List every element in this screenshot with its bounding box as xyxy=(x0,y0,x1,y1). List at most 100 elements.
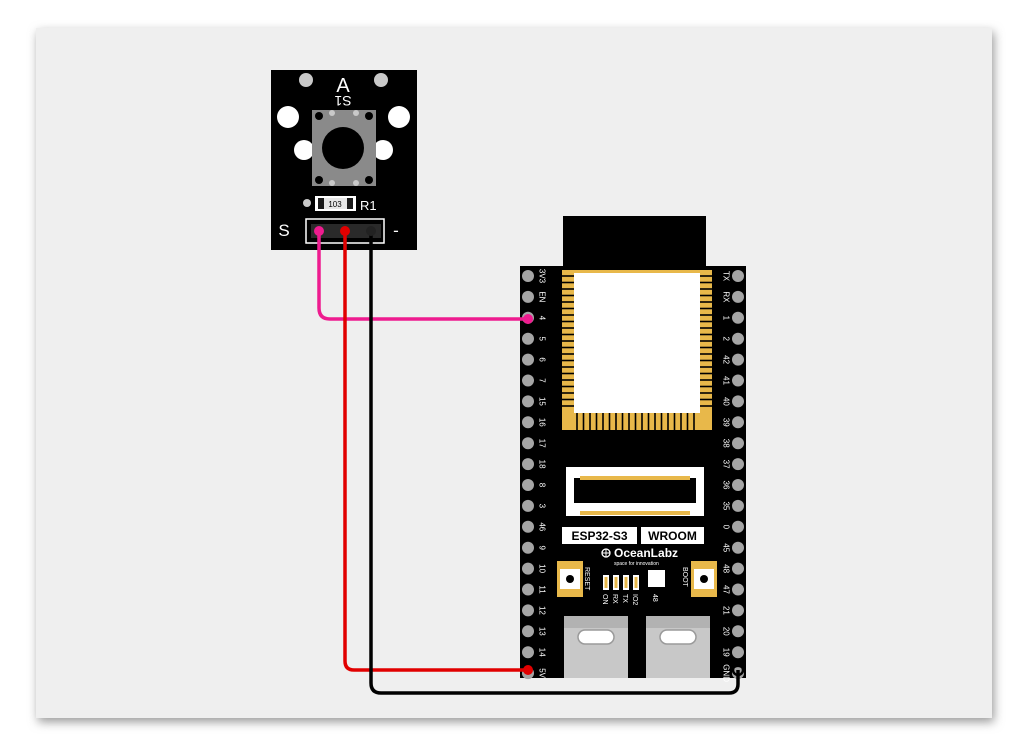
right-pin-label: 19 xyxy=(722,648,731,657)
fpc-pins-bottom xyxy=(580,511,690,515)
switch-pad xyxy=(353,110,359,116)
right-pin-21[interactable] xyxy=(732,604,744,617)
left-pin-7[interactable] xyxy=(522,374,534,387)
right-pin-48[interactable] xyxy=(732,562,744,575)
antenna-area xyxy=(563,216,706,270)
left-pin-15[interactable] xyxy=(522,395,534,408)
left-pin-label: 10 xyxy=(538,564,547,573)
led-label-rx: RX xyxy=(611,594,618,604)
left-pin-label: 17 xyxy=(538,439,547,448)
hole-top-right xyxy=(374,73,388,87)
right-pin-label: 39 xyxy=(722,418,731,427)
right-pin-label: 1 xyxy=(722,316,731,321)
paper xyxy=(36,28,992,718)
tact-switch-button[interactable] xyxy=(322,127,364,169)
right-pin-1[interactable] xyxy=(732,311,744,324)
right-pin-39[interactable] xyxy=(732,416,744,429)
hole-right-lower xyxy=(373,140,393,160)
resistor-pad-left xyxy=(303,199,311,207)
left-pin-3v3[interactable] xyxy=(522,270,534,282)
switch-pad xyxy=(353,180,359,186)
wire-end-5v xyxy=(523,665,533,675)
status-leds xyxy=(603,575,639,590)
right-pin-tx[interactable] xyxy=(732,270,744,282)
right-pin-2[interactable] xyxy=(732,332,744,345)
left-pin-9[interactable] xyxy=(522,541,534,554)
left-pin-46[interactable] xyxy=(522,520,534,533)
brand-tagline: space for innovation xyxy=(614,561,659,567)
pin-label-s: S xyxy=(278,221,289,240)
led-label-on: ON xyxy=(601,594,608,605)
left-pin-14[interactable] xyxy=(522,646,534,659)
right-pin-label: RX xyxy=(722,291,731,303)
hole-top-left xyxy=(299,73,313,87)
push-button-module: A S1 103 R1 S - xyxy=(271,70,417,250)
left-pin-label: 5 xyxy=(538,336,547,341)
right-pin-20[interactable] xyxy=(732,625,744,638)
right-pin-label: 41 xyxy=(722,376,731,385)
right-pin-rx[interactable] xyxy=(732,290,744,303)
module-pad-gaps xyxy=(562,275,712,430)
module-label: WROOM xyxy=(648,529,697,543)
switch-leg xyxy=(365,176,373,184)
switch-pad xyxy=(329,180,335,186)
wire-power-to-5v xyxy=(343,231,528,672)
right-pin-label: 42 xyxy=(722,355,731,364)
reset-button-cap xyxy=(566,575,574,583)
right-pin-38[interactable] xyxy=(732,437,744,450)
left-pin-18[interactable] xyxy=(522,458,534,471)
left-pin-12[interactable] xyxy=(522,604,534,617)
switch-pad xyxy=(329,110,335,116)
right-pin-label: TX xyxy=(722,271,731,282)
wire-end-gpio4 xyxy=(523,314,533,324)
left-pin-5[interactable] xyxy=(522,332,534,345)
right-pin-40[interactable] xyxy=(732,395,744,408)
fpc-slot xyxy=(574,478,696,503)
left-pin-13[interactable] xyxy=(522,625,534,638)
left-pin-label: 12 xyxy=(538,606,547,615)
module-letter: A xyxy=(336,75,350,97)
right-pin-label: 0 xyxy=(722,525,731,530)
brand-name: OceanLabz xyxy=(614,546,678,560)
right-pin-41[interactable] xyxy=(732,374,744,387)
right-pin-37[interactable] xyxy=(732,458,744,471)
left-pin-label: 11 xyxy=(538,585,547,594)
left-pin-10[interactable] xyxy=(522,562,534,575)
right-pin-35[interactable] xyxy=(732,499,744,512)
left-pin-6[interactable] xyxy=(522,353,534,366)
right-pin-label: 36 xyxy=(722,481,731,490)
brand-logo-icon xyxy=(601,548,611,558)
left-pin-label: 3 xyxy=(538,504,547,509)
left-pin-3[interactable] xyxy=(522,499,534,512)
pin-label-minus: - xyxy=(393,221,399,240)
wire-end-s xyxy=(314,226,324,236)
switch-leg xyxy=(315,112,323,120)
left-pin-en[interactable] xyxy=(522,290,534,303)
right-pin-45[interactable] xyxy=(732,541,744,554)
right-pin-42[interactable] xyxy=(732,353,744,366)
wire-end-gnd-pin xyxy=(731,663,745,677)
right-pin-47[interactable] xyxy=(732,583,744,596)
switch-leg xyxy=(365,112,373,120)
left-pin-label: 18 xyxy=(538,460,547,469)
right-pin-0[interactable] xyxy=(732,520,744,533)
hole-left-lower xyxy=(294,140,314,160)
rgb-led-label: 48 xyxy=(651,594,658,602)
left-pin-11[interactable] xyxy=(522,583,534,596)
left-pin-8[interactable] xyxy=(522,479,534,491)
right-pin-label: 21 xyxy=(722,606,731,615)
left-pin-17[interactable] xyxy=(522,437,534,450)
right-pin-19[interactable] xyxy=(732,646,744,659)
module-shield xyxy=(574,273,700,413)
hole-right xyxy=(388,106,410,128)
fpc-pins-top xyxy=(580,476,690,480)
left-pin-label: 16 xyxy=(538,418,547,427)
boot-label: BOOT xyxy=(681,567,688,588)
left-pin-label: 15 xyxy=(538,397,547,406)
left-pin-16[interactable] xyxy=(522,416,534,429)
right-pin-36[interactable] xyxy=(732,479,744,491)
boot-button-cap xyxy=(700,575,708,583)
right-pin-label: 20 xyxy=(722,627,731,636)
